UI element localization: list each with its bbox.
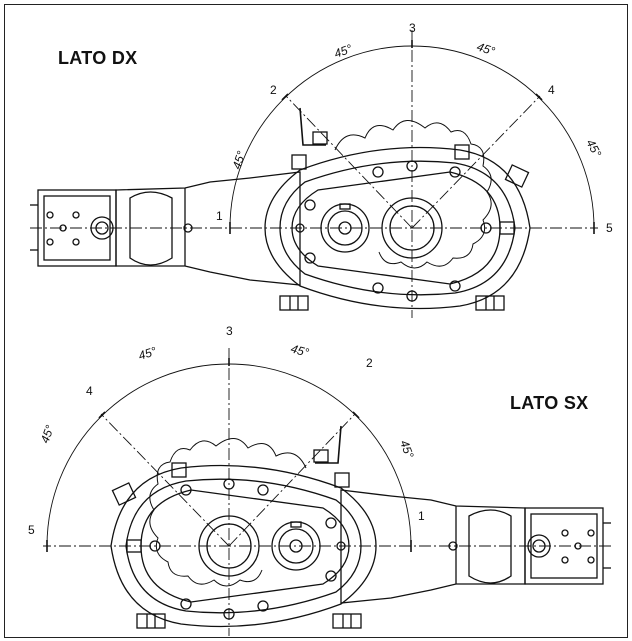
angle-label-top-4: 45° <box>583 137 604 160</box>
angle-label-top-3: 45° <box>230 149 249 171</box>
angle-label-bottom-1: 45° <box>137 344 159 363</box>
lato-dx-drawing <box>29 29 599 319</box>
pos-label-5-bottom: 5 <box>28 523 35 537</box>
pos-label-1-top: 1 <box>216 209 223 223</box>
angle-label-top-2: 45° <box>475 40 497 59</box>
pos-label-4-top: 4 <box>548 83 555 97</box>
lato-sx-label: LATO SX <box>510 393 589 413</box>
pos-label-3-bottom: 3 <box>226 324 233 338</box>
pos-label-4-bottom: 4 <box>86 384 93 398</box>
pos-label-2-top: 2 <box>270 83 277 97</box>
pos-label-1-bottom: 1 <box>418 509 425 523</box>
pos-label-5-top: 5 <box>606 221 613 235</box>
angle-label-bottom-2: 45° <box>289 341 310 360</box>
lato-dx-label: LATO DX <box>58 48 138 68</box>
angle-label-top-1: 45° <box>332 41 354 60</box>
pos-label-3-top: 3 <box>409 21 416 35</box>
lato-sx-drawing <box>42 347 612 637</box>
angle-label-bottom-4: 45° <box>397 438 416 460</box>
pos-label-2-bottom: 2 <box>366 356 373 370</box>
angle-label-bottom-3: 45° <box>38 423 57 445</box>
drawing-frame <box>4 4 628 638</box>
